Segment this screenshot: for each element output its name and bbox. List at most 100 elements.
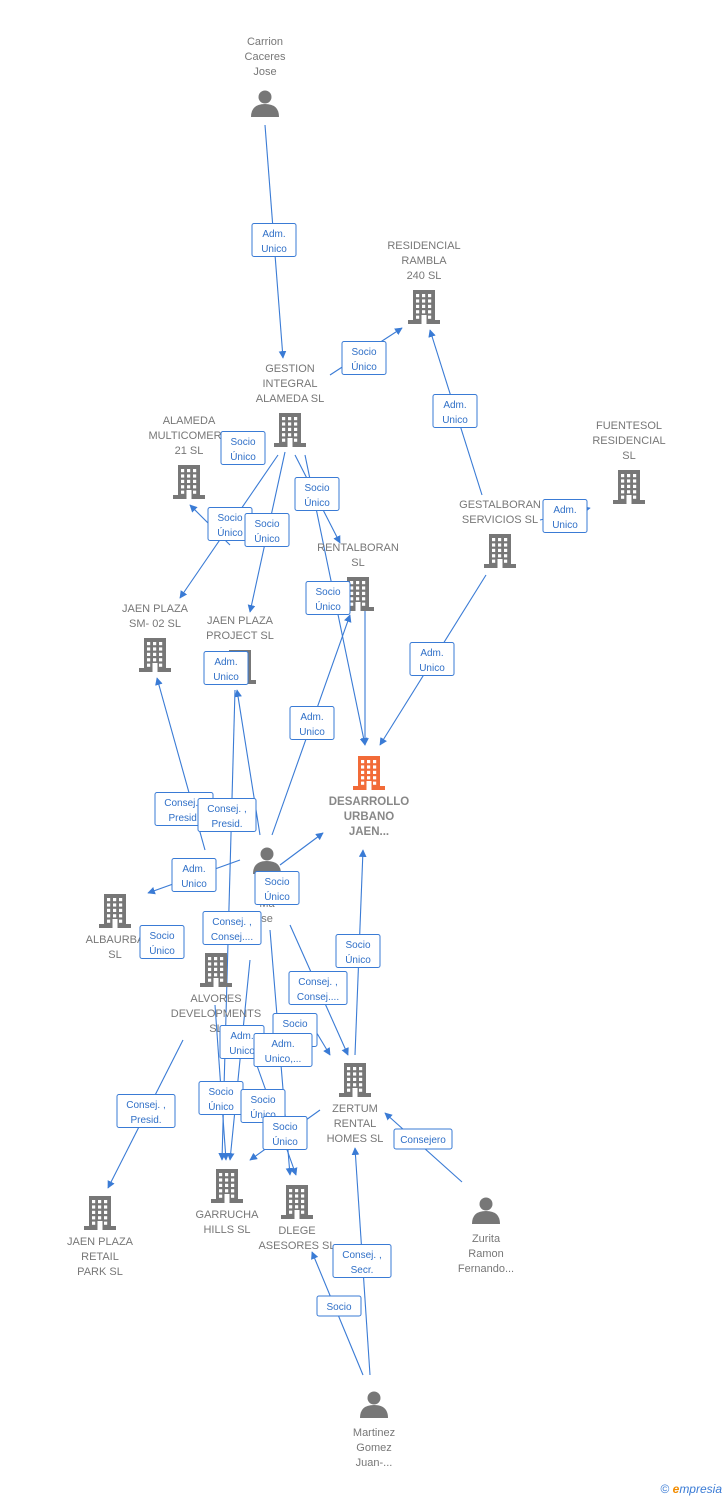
relation-text: Socio xyxy=(208,1087,233,1098)
node-jaensm02[interactable]: JAEN PLAZA SM- 02 SL xyxy=(122,603,189,672)
node-desarrollo[interactable]: DESARROLLOURBANOJAEN... xyxy=(329,756,410,838)
relation-label[interactable]: Adm.Unico xyxy=(203,651,249,685)
node-label: ALVORES xyxy=(190,993,241,1005)
relation-label[interactable]: Socio xyxy=(316,1295,362,1317)
node-label: Caceres xyxy=(245,51,286,63)
edges-layer xyxy=(107,124,591,1376)
relation-label[interactable]: Adm. Unico xyxy=(542,499,588,533)
node-label: Fernando... xyxy=(458,1263,514,1275)
relation-text: Unico xyxy=(419,663,445,674)
node-zurita[interactable]: ZuritaRamonFernando... xyxy=(458,1197,514,1276)
relation-text: Adm. xyxy=(230,1031,253,1042)
node-label: SM- 02 SL xyxy=(129,618,181,630)
relation-text: Adm. xyxy=(553,505,576,516)
relation-text: Consej. , xyxy=(207,804,246,815)
relation-text: Consej. , xyxy=(212,917,251,928)
relation-label[interactable]: Adm. Unico xyxy=(432,394,478,428)
building-icon xyxy=(613,470,645,504)
node-label: GARRUCHA xyxy=(196,1209,260,1221)
node-label: 21 SL xyxy=(175,445,204,457)
relation-text: Secr. xyxy=(351,1265,374,1276)
node-label: DESARROLLO xyxy=(329,796,410,808)
relation-text: Adm. xyxy=(420,648,443,659)
relation-text: Unico xyxy=(181,879,207,890)
node-label: SL xyxy=(622,450,635,462)
relation-label[interactable]: Consej. ,Secr. xyxy=(332,1244,392,1278)
brand-initial: e xyxy=(672,1482,680,1496)
relation-text: Adm. xyxy=(182,864,205,875)
relation-label[interactable]: Adm.Unico,... xyxy=(253,1033,313,1067)
person-icon xyxy=(472,1197,500,1224)
relation-text: Adm. xyxy=(443,400,466,411)
building-icon xyxy=(281,1185,313,1219)
relation-label[interactable]: Consejero xyxy=(393,1128,453,1150)
relation-text: Socio xyxy=(315,587,340,598)
node-label: JAEN PLAZA xyxy=(122,603,189,615)
relation-label[interactable]: Adm. Unico xyxy=(409,642,455,676)
node-label: MULTICOMERC xyxy=(148,430,229,442)
node-label: SL xyxy=(108,949,121,961)
relation-text: Unico xyxy=(299,727,325,738)
relation-text: Presid. xyxy=(211,819,242,830)
node-label: RETAIL xyxy=(81,1251,119,1263)
relation-text: Socio xyxy=(230,437,255,448)
relation-label[interactable]: Adm.Unico xyxy=(219,1025,265,1059)
relation-edge xyxy=(226,959,251,1161)
node-label: ALBAURBA xyxy=(86,934,145,946)
relation-text: Socio xyxy=(351,347,376,358)
relation-text: Único xyxy=(217,526,243,539)
building-icon xyxy=(408,290,440,324)
relation-text: Unico xyxy=(442,415,468,426)
relation-label[interactable]: Consej. ,Presid. xyxy=(116,1094,176,1128)
node-label: Jose xyxy=(253,66,276,78)
node-label: RESIDENCIAL xyxy=(387,240,460,252)
relation-label[interactable]: Consej. ,Consej.... xyxy=(202,911,262,945)
relation-label[interactable]: Consej. , Presid. xyxy=(197,798,257,832)
relation-text: Unico xyxy=(552,520,578,531)
node-label: Zurita xyxy=(472,1233,501,1245)
person-icon xyxy=(251,90,279,117)
node-label: Juan-... xyxy=(356,1457,393,1469)
relation-label[interactable]: Consej. ,Consej.... xyxy=(288,971,348,1005)
node-label: PARK SL xyxy=(77,1266,123,1278)
relation-text: Socio xyxy=(254,519,279,530)
relation-text: Socio xyxy=(282,1019,307,1030)
node-martinez[interactable]: MartinezGomezJuan-... xyxy=(353,1391,395,1470)
node-albaurban[interactable]: ALBAURBA SL xyxy=(86,894,145,961)
relation-label[interactable]: Adm.Unico xyxy=(251,223,297,257)
relation-label[interactable]: Adm. Unico xyxy=(171,858,217,892)
building-icon xyxy=(139,638,171,672)
relation-text: Consejero xyxy=(400,1135,446,1146)
relation-text: Socio xyxy=(345,940,370,951)
relation-label[interactable]: Adm.Unico xyxy=(289,706,335,740)
relation-text: Unico xyxy=(213,672,239,683)
relation-text: Único xyxy=(230,450,256,463)
relation-text: Unico xyxy=(261,244,287,255)
relation-text: Socio xyxy=(217,513,242,524)
relation-text: Consej. , xyxy=(164,798,203,809)
